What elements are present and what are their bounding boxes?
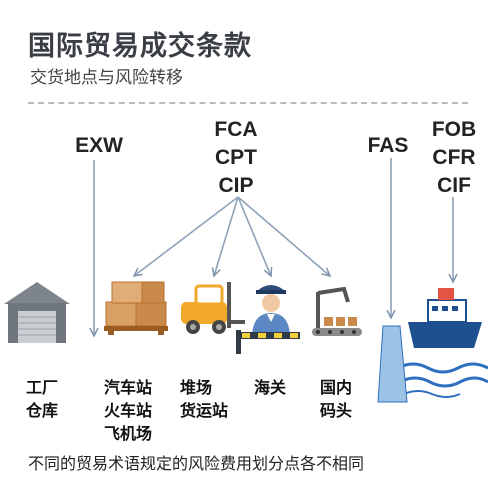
place-dock: 国内 码头 (320, 376, 352, 422)
place-customs: 海关 (254, 378, 287, 397)
term-fas: FAS (367, 134, 409, 157)
place-factory-line: 工厂 (26, 378, 59, 397)
term-exw: EXW (75, 134, 123, 157)
place-yard-line: 堆场 (180, 378, 213, 397)
c-group-arrow-yard (214, 196, 239, 276)
place-stations: 汽车站 火车站 飞机场 (104, 376, 152, 445)
c-group-arrow-dock (237, 196, 330, 276)
place-stations-line: 汽车站 (104, 378, 153, 397)
term-fca: FCA (214, 118, 258, 141)
c-group-arrow-customs (237, 196, 271, 276)
dock-crane-icon (312, 286, 362, 336)
term-cpt: CPT (215, 146, 257, 169)
cargo-boxes-icon (104, 281, 168, 335)
term-cfr: CFR (432, 146, 476, 169)
place-dock-line: 码头 (320, 401, 353, 420)
page-title: 国际贸易成交条款 (28, 31, 252, 62)
c-group-arrow-stations (134, 196, 239, 276)
arrows (94, 158, 453, 336)
place-yard: 堆场 货运站 (180, 376, 228, 422)
dashed-divider (28, 102, 468, 104)
place-dock-line: 国内 (320, 378, 353, 397)
term-group-c: FCA CPT CIP (206, 116, 266, 200)
customs-officer-icon (236, 285, 300, 354)
place-factory: 工厂 仓库 (26, 376, 58, 422)
page-subtitle: 交货地点与风险转移 (30, 68, 183, 88)
term-group-f: FOB CFR CIF (424, 116, 484, 200)
ship-icon (397, 288, 488, 398)
place-stations-line: 飞机场 (104, 424, 153, 443)
term-cip: CIP (218, 174, 254, 197)
forklift-icon (181, 282, 245, 334)
footer-note: 不同的贸易术语规定的风险费用划分点各不相同 (28, 454, 365, 473)
ship-side-pillar (377, 325, 408, 403)
place-yard-line: 货运站 (180, 401, 229, 420)
warehouse-icon (4, 282, 70, 343)
term-fob: FOB (431, 118, 477, 141)
place-stations-line: 火车站 (104, 401, 153, 420)
place-factory-line: 仓库 (26, 401, 59, 420)
term-cif: CIF (437, 174, 471, 197)
